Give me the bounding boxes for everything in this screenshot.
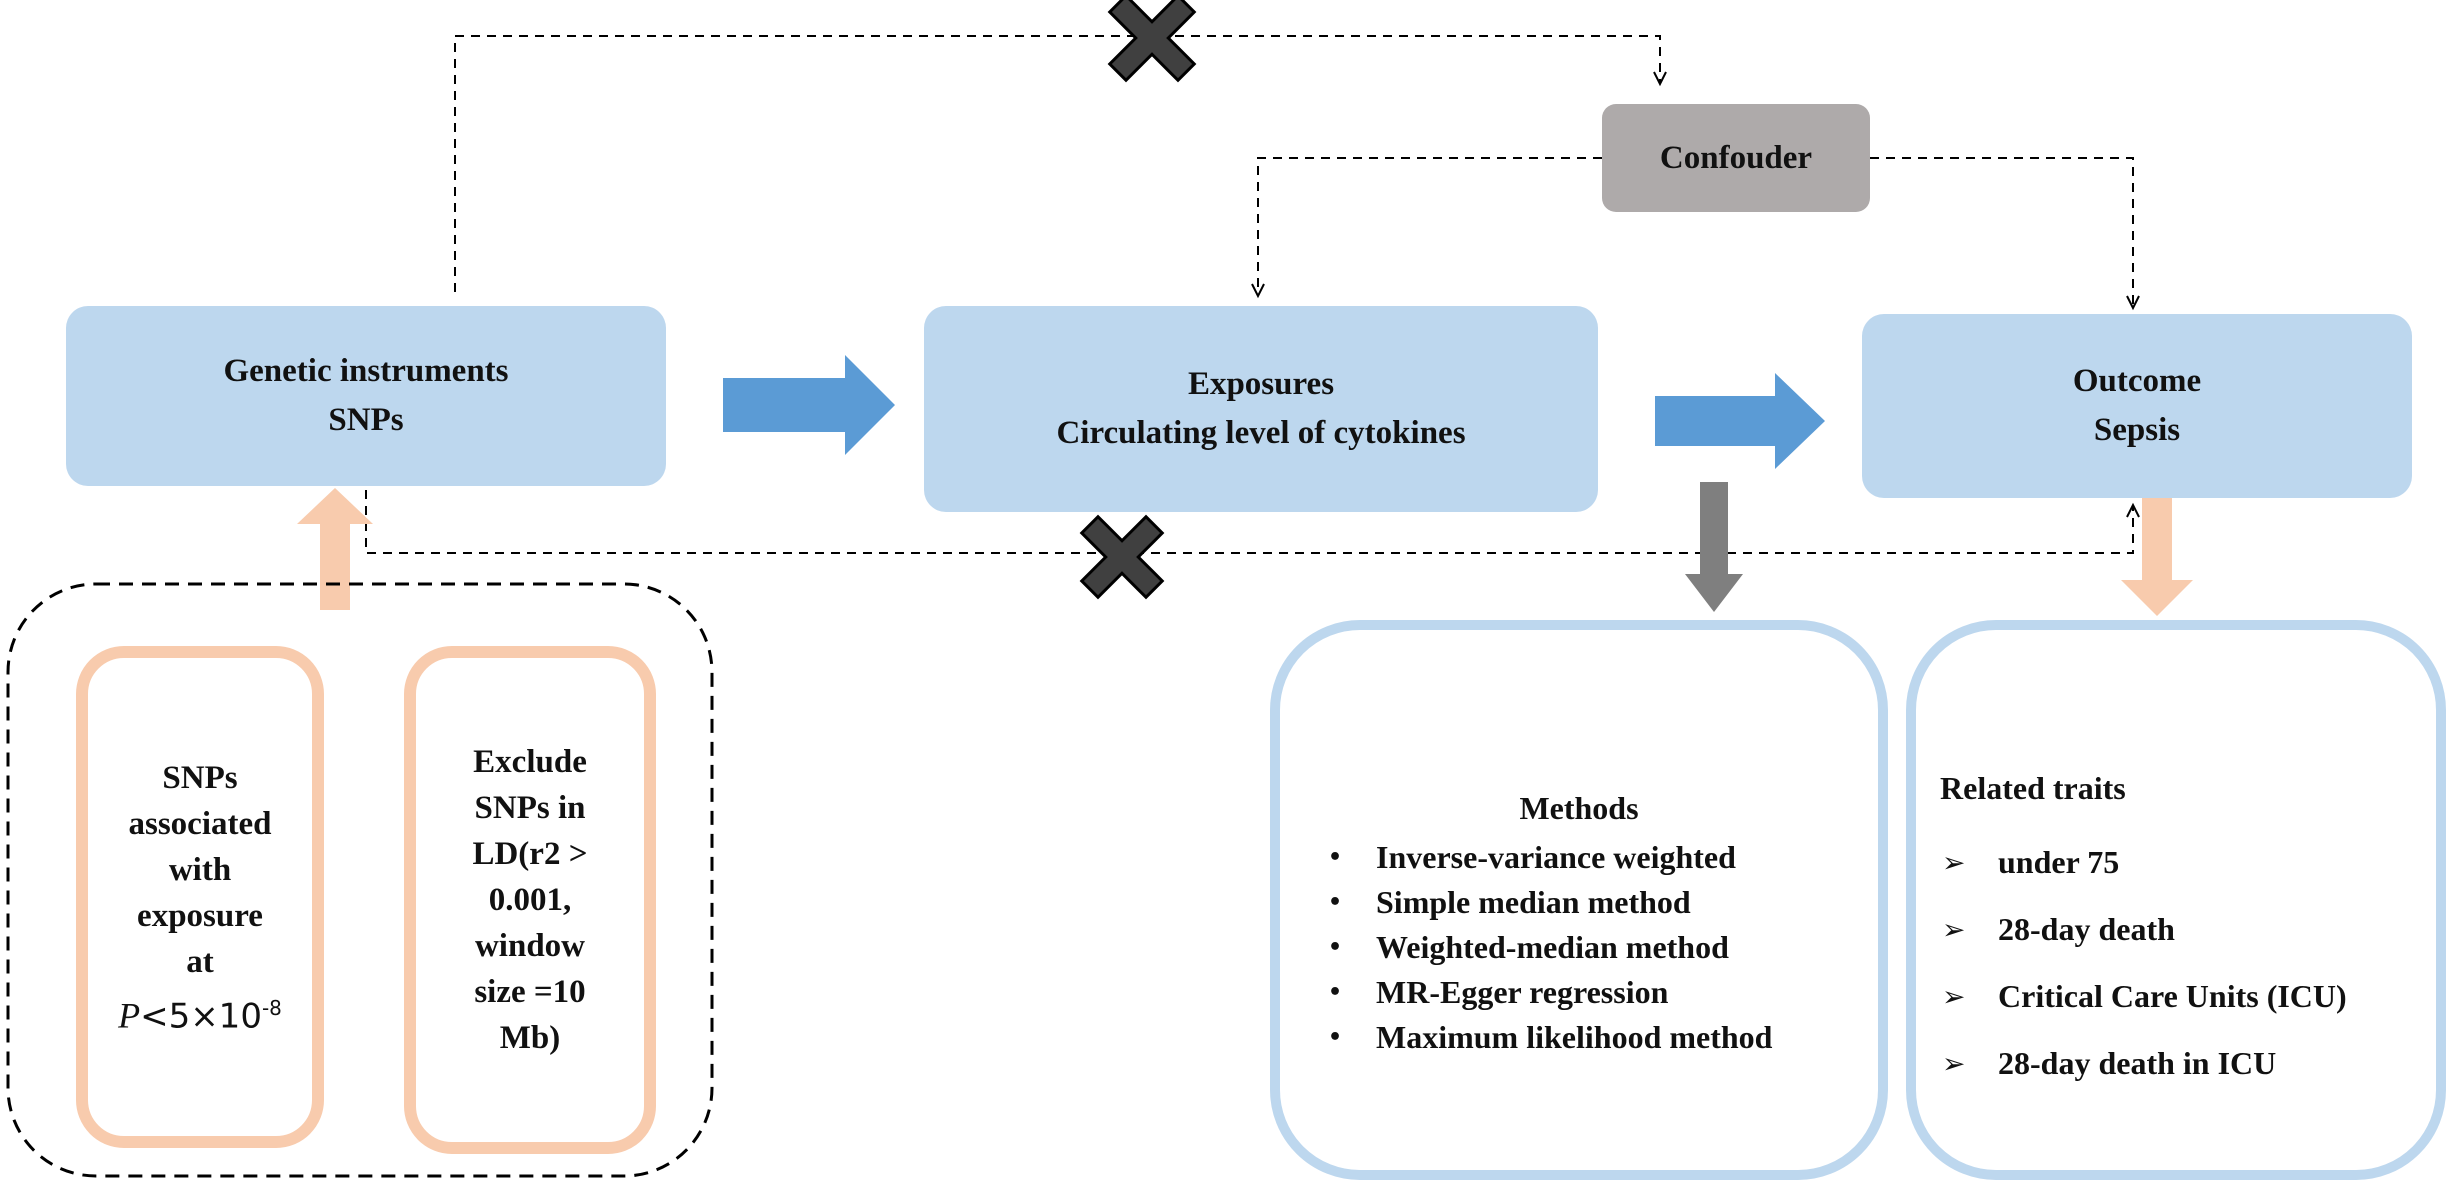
dashed-path-confounder-exposures bbox=[1251, 157, 1602, 299]
criteria-line: 0.001, bbox=[488, 882, 572, 918]
trait-item: 28-day death bbox=[1916, 907, 2347, 974]
p-value-threshold: P<5×10-8 bbox=[118, 985, 282, 1039]
criteria-association-box: SNPs associated with exposure at P<5×10-… bbox=[76, 646, 324, 1148]
criteria-line: SNPs in bbox=[474, 790, 586, 826]
methods-panel: Methods Inverse-variance weighted Simple… bbox=[1270, 620, 1888, 1180]
arrow-criteria-up bbox=[297, 488, 373, 610]
criteria-container bbox=[6, 582, 714, 1178]
traits-panel: Related traits under 75 28-day death Cri… bbox=[1906, 620, 2446, 1180]
trait-item: under 75 bbox=[1916, 840, 2347, 907]
genetic-title: Genetic instruments bbox=[223, 353, 509, 389]
criteria-line: SNPs bbox=[162, 759, 238, 796]
node-genetic-instruments: Genetic instruments SNPs bbox=[66, 306, 666, 486]
methods-list: Inverse-variance weighted Simple median … bbox=[1280, 835, 1772, 1060]
arrow-outcome-down bbox=[2121, 498, 2193, 616]
method-item: Simple median method bbox=[1280, 880, 1772, 925]
exposures-title: Exposures bbox=[1187, 366, 1335, 402]
arrow-exposures-to-methods bbox=[1685, 482, 1743, 612]
dashed-path-top bbox=[454, 35, 1667, 292]
criteria-ld-box: Exclude SNPs in LD(r2 > 0.001, window si… bbox=[404, 646, 656, 1154]
dashed-path-bottom bbox=[365, 490, 2140, 554]
trait-item: Critical Care Units (ICU) bbox=[1916, 974, 2347, 1041]
arrow-genetic-to-exposures bbox=[723, 355, 895, 455]
criteria-line: Mb) bbox=[499, 1020, 561, 1056]
outcome-subtitle: Sepsis bbox=[2093, 412, 2181, 448]
traits-list: under 75 28-day death Critical Care Unit… bbox=[1916, 840, 2347, 1108]
cross-icon-bottom bbox=[1079, 514, 1165, 600]
criteria-line: window bbox=[474, 928, 586, 964]
cross-icon-top bbox=[1107, 0, 1197, 83]
criteria-line: at bbox=[186, 943, 214, 980]
node-exposures: Exposures Circulating level of cytokines bbox=[924, 306, 1598, 512]
method-item: Maximum likelihood method bbox=[1280, 1015, 1772, 1060]
confounder-label: Confouder bbox=[1659, 139, 1813, 176]
p-exponent: -8 bbox=[261, 995, 282, 1020]
criteria-line: associated bbox=[128, 805, 272, 842]
genetic-subtitle: SNPs bbox=[328, 402, 404, 438]
criteria-line: LD(r2 > bbox=[472, 836, 588, 872]
method-item: Inverse-variance weighted bbox=[1280, 835, 1772, 880]
criteria-line: Exclude bbox=[473, 744, 587, 780]
method-item: MR-Egger regression bbox=[1280, 970, 1772, 1015]
methods-title: Methods bbox=[1519, 790, 1639, 826]
trait-item: 28-day death in ICU bbox=[1916, 1041, 2347, 1108]
traits-title: Related traits bbox=[1940, 770, 2126, 806]
p-threshold: <5×10 bbox=[140, 996, 262, 1037]
criteria-line: exposure bbox=[137, 897, 263, 934]
arrow-exposures-to-outcome bbox=[1655, 373, 1825, 469]
node-confounder: Confouder bbox=[1602, 104, 1870, 212]
node-outcome: Outcome Sepsis bbox=[1862, 314, 2412, 498]
criteria-line: size =10 bbox=[474, 974, 586, 1010]
dashed-path-confounder-outcome bbox=[1870, 157, 2140, 311]
exposures-subtitle: Circulating level of cytokines bbox=[1056, 415, 1466, 451]
method-item: Weighted-median method bbox=[1280, 925, 1772, 970]
criteria-line: with bbox=[168, 851, 232, 888]
outcome-title: Outcome bbox=[2072, 363, 2202, 399]
p-symbol: P bbox=[118, 995, 141, 1036]
